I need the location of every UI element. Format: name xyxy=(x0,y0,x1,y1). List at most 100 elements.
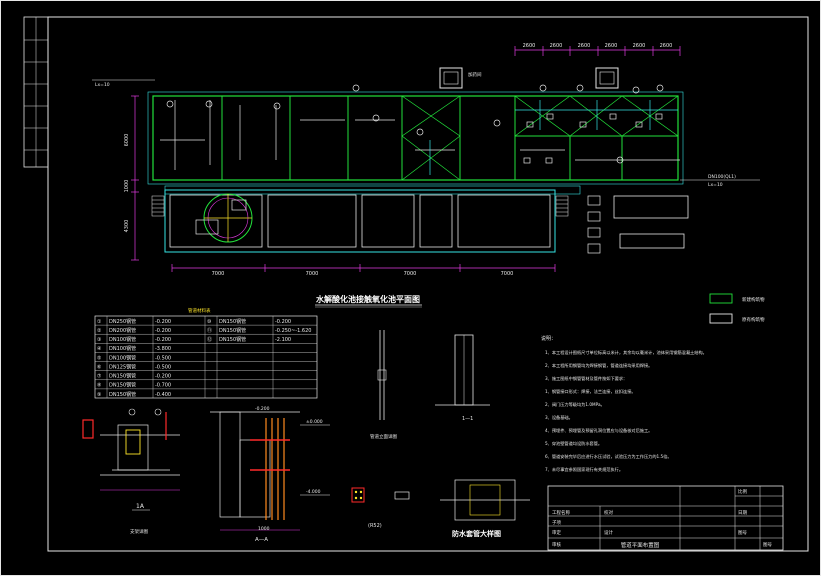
dosing-room-1 xyxy=(439,67,463,89)
pipe-table-cell: -0.200 xyxy=(155,374,171,380)
dim-bottom-4: 7000 xyxy=(501,271,514,277)
elevation-1: -0.200 xyxy=(255,406,270,412)
pipe-table-cell: DN150钢管 xyxy=(109,382,136,389)
note-line: 3、设备基础。 xyxy=(545,414,573,421)
dim-top-6: 2600 xyxy=(660,43,673,49)
tb-cell-c: 审定 xyxy=(552,529,561,536)
detail-1a-label: 1A xyxy=(136,503,145,510)
pipe-table-cell: ① xyxy=(97,319,102,325)
note-line: 3、施工图纸中钢管管材及管件按如下要求： xyxy=(545,375,627,382)
support-label: 管道立面详图 xyxy=(370,433,397,440)
tb-sheet: 图号 xyxy=(738,530,747,536)
pipe-table-cell: DN150钢管 xyxy=(109,391,136,398)
equipment-box-2 xyxy=(587,211,601,222)
title-block: 工程名称 子项 审定 审核 校对 设计 比例 日期 图号 图号 管道平面布置图 xyxy=(547,485,784,551)
dosing-room-label: 加药间 xyxy=(468,71,482,78)
pipe-table-cell: -0.200 xyxy=(275,319,291,325)
tb-cell-d: 审核 xyxy=(552,541,561,548)
legend: 新建构筑物 原有构筑物 xyxy=(709,293,765,324)
note-line: 1、钢管接口形式：焊接，法兰连接，丝扣连接。 xyxy=(545,388,636,395)
pipe-table-cell: DN150钢管 xyxy=(219,327,246,334)
dim-left-1: 6000 xyxy=(124,134,130,147)
dosing-room-2 xyxy=(595,67,619,89)
legend-green-swatch xyxy=(709,293,733,304)
pipe-table-cell: ⑧ xyxy=(97,383,102,389)
pipe-table-cell: ⑥ xyxy=(97,364,102,370)
equipment-room-2 xyxy=(619,233,685,249)
detail-r52: (R52) xyxy=(351,487,410,529)
note-line: 7、未尽事宜参照国家现行有关规范执行。 xyxy=(545,466,623,473)
note-line: 5、穿池壁管道均设防水套管。 xyxy=(545,440,602,447)
plan-view: 2600 2600 2600 2600 2600 2600 加药间 xyxy=(92,43,760,277)
drawing-border xyxy=(47,16,809,552)
pipe-table-cell: DN100钢管 xyxy=(109,354,136,361)
pipe-table-cell: ⑪ xyxy=(207,327,212,334)
pipe-table-cell: -0.200 xyxy=(155,337,171,343)
pipe-table-cell: ⑫ xyxy=(207,336,212,343)
waterproof-pipe-detail: 防水套管大样图 xyxy=(440,479,530,538)
pipe-table-cell: DN125钢管 xyxy=(109,363,136,370)
elevation-2: ±0.000 xyxy=(306,419,323,425)
dim-top-2: 2600 xyxy=(550,43,563,49)
elevation-3: -4.000 xyxy=(306,489,321,495)
dim-top-3: 2600 xyxy=(578,43,591,49)
equipment-room xyxy=(613,195,689,219)
note-line: 2、本工程所用钢管均为焊接钢管，管道连接均采用焊接。 xyxy=(545,362,652,369)
dim-top-1: 2600 xyxy=(523,43,536,49)
pipe-table-cell: ② xyxy=(97,328,102,334)
pipe-table-cell: -0.200 xyxy=(155,319,171,325)
dim-bottom-3: 7000 xyxy=(404,271,417,277)
pipe-table-cell: -0.700 xyxy=(155,383,171,389)
tb-date: 日期 xyxy=(738,510,747,516)
equipment-box-4 xyxy=(587,243,601,254)
tb-drawing-name: 管道平面布置图 xyxy=(621,541,660,549)
tb-cell-f: 设计 xyxy=(604,529,613,536)
dim-bottom-2: 7000 xyxy=(306,271,319,277)
pipe-table-cell: DN150钢管 xyxy=(219,336,246,343)
binding-strip xyxy=(23,16,49,168)
pipe-table-cell: ⑨ xyxy=(97,392,101,398)
pipe-table-cell: -0.200 xyxy=(155,328,171,334)
dim-misc-1: 1000 xyxy=(258,526,270,532)
legend-white-label: 原有构筑物 xyxy=(742,316,765,323)
dim-top-5: 2600 xyxy=(633,43,646,49)
equipment-box-3 xyxy=(587,227,601,238)
pipe-table-cell: ④ xyxy=(97,346,102,352)
section-aa-label: A—A xyxy=(255,537,268,543)
note-line: 4、预埋件、预埋管及预留孔洞位置应与设备核对后施工。 xyxy=(545,427,652,434)
equipment-box-1 xyxy=(587,195,601,206)
plan-title: 水解酸化池接触氧化池平面图 xyxy=(315,294,420,304)
pipe-table-cell: -0.250~-1.620 xyxy=(275,328,311,334)
pipe-table-cell: ⑤ xyxy=(97,355,101,361)
tb-scale: 比例 xyxy=(738,488,747,495)
existing-building xyxy=(164,189,556,253)
pipe-table-title: 管道材料表 xyxy=(188,307,211,314)
legend-white-swatch xyxy=(709,313,733,324)
pipe-table-cell: DN150钢管 xyxy=(109,373,136,380)
pipe-label-right-2: Lx=10 xyxy=(708,182,723,188)
note-line: 6、管道安装完毕后应进行水压试验，试验压力为工作压力的1.5倍。 xyxy=(545,453,672,460)
pipe-table-cell: DN200钢管 xyxy=(109,327,136,334)
tb-cell-e: 校对 xyxy=(604,509,613,516)
pipe-label-right: DN100(QL1) xyxy=(708,174,736,180)
pipe-label-left: Lx=10 xyxy=(95,82,110,88)
section-aa: -0.200 ±0.000 -4.000 1000 A—A xyxy=(210,406,330,543)
detail-1a: 1A 支架详图 xyxy=(82,408,180,535)
pipe-table-cell: DN250钢管 xyxy=(109,318,136,325)
pipe-table-cell: ⑦ xyxy=(97,374,102,380)
pipe-table-cell: DN100钢管 xyxy=(109,345,136,352)
pipe-table-cell: ③ xyxy=(97,337,101,343)
tb-cell-g: 图号 xyxy=(763,542,772,548)
pipe-detail-title: 防水套管大样图 xyxy=(452,529,501,538)
section-11-label: 1—1 xyxy=(462,416,473,422)
note-line: 2、阀门压力等级均为1.0MPa。 xyxy=(545,401,605,408)
dim-bottom-1: 7000 xyxy=(212,271,225,277)
pipe-table-cell: -3.800 xyxy=(155,346,171,352)
section-11: 管道立面详图 1—1 xyxy=(370,330,490,440)
tb-cell-b: 子项 xyxy=(552,519,561,526)
notes-heading: 说明： xyxy=(541,335,556,342)
notes: 说明： 1、本工程设计图纸尺寸单位标高以米计，其余均以毫米计，池体采用钢筋混凝土… xyxy=(541,335,707,473)
dim-left-3: 4300 xyxy=(124,220,130,233)
